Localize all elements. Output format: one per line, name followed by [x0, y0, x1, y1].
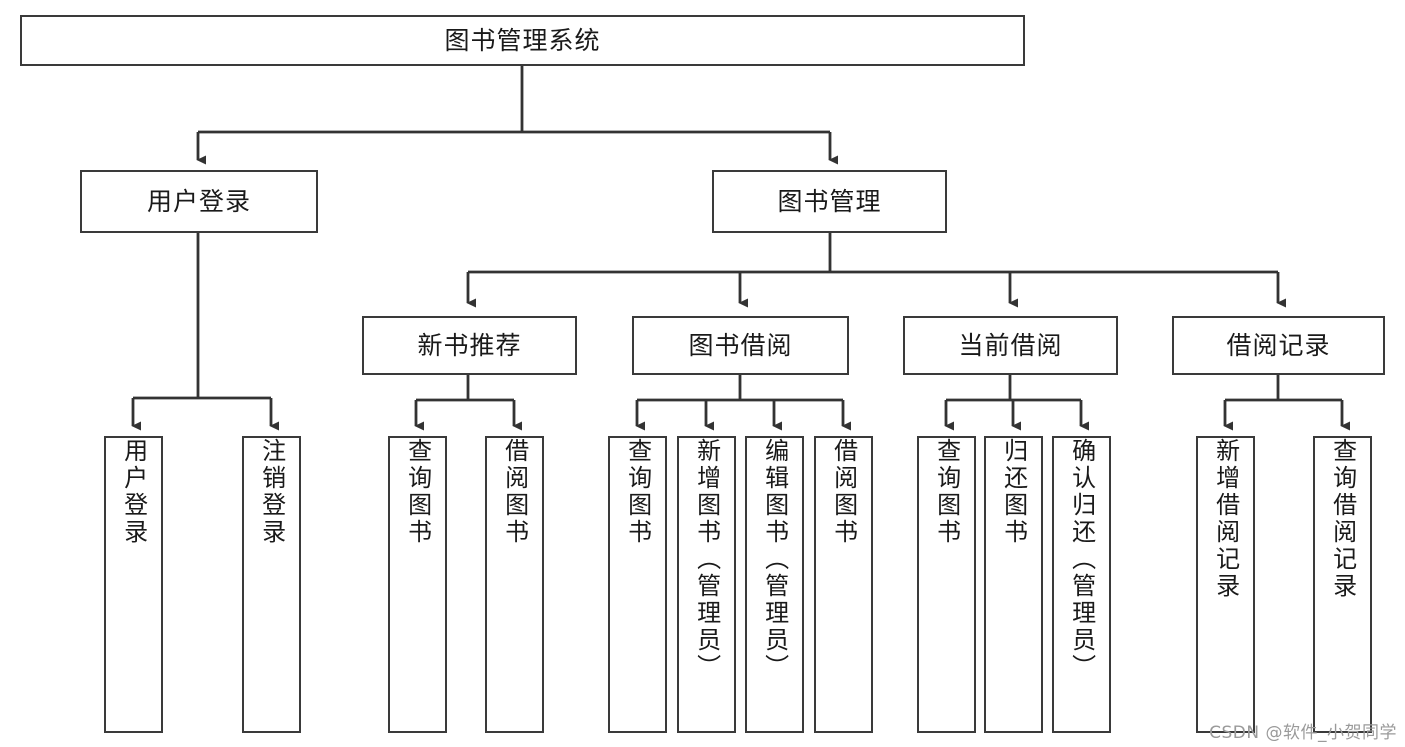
node-leaf-query-record[interactable]: 查询借阅记录: [1313, 436, 1372, 733]
node-leaf-user-login-label: 用户登录: [119, 438, 148, 546]
node-leaf-query-book-1[interactable]: 查询图书: [388, 436, 447, 733]
node-leaf-edit-book[interactable]: 编辑图书（管理员）: [745, 436, 804, 733]
node-leaf-logout-login[interactable]: 注销登录: [242, 436, 301, 733]
node-leaf-add-book[interactable]: 新增图书（管理员）: [677, 436, 736, 733]
node-leaf-query-book-2-label: 查询图书: [623, 438, 652, 546]
node-leaf-query-record-label: 查询借阅记录: [1328, 438, 1357, 600]
watermark-text: CSDN @软件_小贺同学: [1209, 723, 1397, 743]
node-current-borrow-label: 当前借阅: [958, 330, 1063, 360]
node-root[interactable]: 图书管理系统: [20, 15, 1025, 66]
node-leaf-add-record-label: 新增借阅记录: [1211, 438, 1240, 600]
node-new-book-recommend[interactable]: 新书推荐: [362, 316, 577, 375]
node-new-book-recommend-label: 新书推荐: [417, 330, 522, 360]
node-borrow-record[interactable]: 借阅记录: [1172, 316, 1385, 375]
node-leaf-confirm-return[interactable]: 确认归还（管理员）: [1052, 436, 1111, 733]
node-leaf-add-record[interactable]: 新增借阅记录: [1196, 436, 1255, 733]
node-leaf-borrow-book-1-label: 借阅图书: [500, 438, 529, 546]
node-leaf-query-book-2[interactable]: 查询图书: [608, 436, 667, 733]
node-current-borrow[interactable]: 当前借阅: [903, 316, 1118, 375]
node-leaf-return-book[interactable]: 归还图书: [984, 436, 1043, 733]
node-leaf-borrow-book-1[interactable]: 借阅图书: [485, 436, 544, 733]
node-leaf-add-book-label: 新增图书（管理员）: [692, 438, 721, 681]
node-borrow-record-label: 借阅记录: [1226, 330, 1331, 360]
node-user-login-label: 用户登录: [146, 186, 251, 216]
node-leaf-query-book-1-label: 查询图书: [403, 438, 432, 546]
node-leaf-edit-book-label: 编辑图书（管理员）: [760, 438, 789, 681]
node-leaf-logout-login-label: 注销登录: [257, 438, 286, 546]
node-leaf-query-book-3-label: 查询图书: [932, 438, 961, 546]
node-leaf-query-book-3[interactable]: 查询图书: [917, 436, 976, 733]
node-book-borrow[interactable]: 图书借阅: [632, 316, 849, 375]
node-leaf-confirm-return-label: 确认归还（管理员）: [1067, 438, 1096, 681]
node-leaf-return-book-label: 归还图书: [999, 438, 1028, 546]
node-leaf-borrow-book-2-label: 借阅图书: [829, 438, 858, 546]
node-user-login[interactable]: 用户登录: [80, 170, 318, 233]
node-leaf-borrow-book-2[interactable]: 借阅图书: [814, 436, 873, 733]
node-book-borrow-label: 图书借阅: [688, 330, 793, 360]
node-root-label: 图书管理系统: [444, 25, 601, 55]
node-leaf-user-login[interactable]: 用户登录: [104, 436, 163, 733]
node-book-manage[interactable]: 图书管理: [712, 170, 947, 233]
node-book-manage-label: 图书管理: [777, 186, 882, 216]
